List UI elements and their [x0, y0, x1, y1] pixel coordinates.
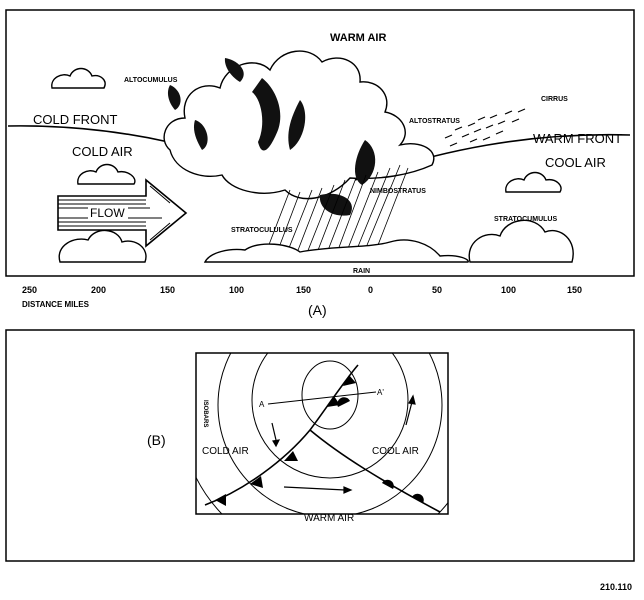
cloud-stratocumulus-base: [203, 239, 469, 263]
flow-arrow: [57, 178, 188, 248]
warm-front-semicircles: [337, 397, 424, 503]
cirrus-label: CIRRUS: [541, 96, 568, 103]
flow-label: FLOW: [90, 206, 125, 220]
tick-label: 50: [432, 285, 442, 295]
cloud-shading-2: [288, 100, 306, 150]
cloud-shading-1: [252, 78, 281, 151]
nimbostratus-label: NIMBOSTRATUS: [370, 188, 426, 195]
panel-a-caption: (A): [308, 302, 327, 318]
warm-air-label: WARM AIR: [330, 32, 386, 44]
cool-air-label-b: COOL AIR: [372, 446, 419, 457]
warm-front-label: WARM FRONT: [533, 131, 622, 146]
tick-label: 250: [22, 285, 37, 295]
cloud-shading-7: [167, 85, 181, 110]
tick-label: 150: [567, 285, 582, 295]
cold-air-label-a: COLD AIR: [72, 144, 133, 159]
panel-b-border: [5, 329, 635, 562]
tick-label: 0: [368, 285, 373, 295]
point-a-prime-label: A': [377, 388, 384, 397]
cold-front-map: [204, 364, 359, 506]
tick-label: 150: [296, 285, 311, 295]
stratocumulus-left-label: STRATOCULULUS: [231, 227, 293, 234]
flow-arrows: [271, 394, 416, 494]
cloud-bottom-left: [58, 229, 147, 263]
cold-front-label: COLD FRONT: [33, 112, 118, 127]
cold-front-triangles: [215, 375, 356, 506]
panel-a: WARM AIR ALTOCUMULUS CIRRUS ALTOSTRATUS …: [5, 9, 635, 277]
tick-label: 100: [229, 285, 244, 295]
altostratus-label: ALTOSTRATUS: [409, 118, 460, 125]
tick-label: 150: [160, 285, 175, 295]
isobars: [196, 353, 448, 514]
cloud-shading-4: [193, 120, 208, 150]
warm-air-label-b: WARM AIR: [304, 513, 354, 524]
cold-air-label-b: COLD AIR: [202, 446, 249, 457]
cool-air-label-a: COOL AIR: [545, 155, 606, 170]
cloud-shading-3: [224, 58, 244, 82]
distance-miles-label: DISTANCE MILES: [22, 300, 90, 309]
cloud-shading-5: [354, 140, 376, 185]
point-a-label: A: [259, 400, 265, 409]
altocumulus-label: ALTOCUMULUS: [124, 77, 178, 84]
small-cloud-cold-air: [77, 163, 136, 185]
cloud-stratocumulus-right: [468, 219, 574, 263]
figure-number: 210.110: [600, 582, 632, 592]
rain-label: RAIN: [353, 268, 370, 275]
isobars-label: ISOBARS: [202, 400, 208, 427]
rain-streaks: [264, 164, 409, 259]
section-line: [267, 391, 377, 405]
map-border: [195, 352, 449, 515]
tick-label: 200: [91, 285, 106, 295]
weather-map: ISOBARS A A' COLD AIR COOL AIR WARM AIR: [195, 352, 449, 524]
panel-b-caption: (B): [147, 432, 166, 448]
cirrus-streaks: [444, 108, 526, 147]
tick-label: 100: [501, 285, 516, 295]
panel-a-border: [5, 9, 635, 277]
stratocumulus-right-label: STRATOCUMULUS: [494, 216, 557, 223]
distance-axis: 250 200 150 100 150 50 0 100 150 DISTANC…: [22, 285, 582, 309]
small-cloud-left: [51, 67, 106, 89]
small-cloud-cool-air: [505, 171, 562, 193]
